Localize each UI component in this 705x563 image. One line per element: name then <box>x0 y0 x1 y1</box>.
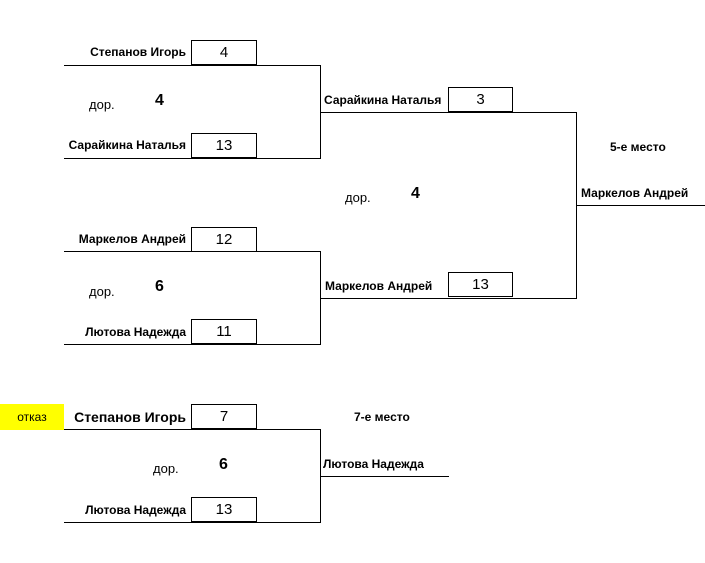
seventh-place-label: 7-е место <box>354 410 410 424</box>
semi1-player1-line <box>64 65 321 66</box>
final5-player2-score: 13 <box>448 272 513 297</box>
semi2-extra-label: дор. <box>89 284 115 299</box>
final7-player2-name: Лютова Надежда <box>85 503 186 517</box>
seventh-place-line <box>320 476 449 477</box>
final7-player2-line <box>64 522 321 523</box>
semi1-player1-score: 4 <box>191 40 257 65</box>
final5-player2-line <box>320 298 577 299</box>
fifth-place-line <box>576 205 705 206</box>
semi1-player2-name: Сарайкина Наталья <box>68 138 186 152</box>
final7-extra-label: дор. <box>153 461 179 476</box>
semi1-extra-label: дор. <box>89 97 115 112</box>
refusal-badge: отказ <box>0 404 64 430</box>
final5-extra-score: 4 <box>411 185 420 202</box>
final5-player2-name: Маркелов Андрей <box>325 279 433 293</box>
seventh-place-winner: Лютова Надежда <box>323 457 424 471</box>
final5-player1-line <box>320 112 577 113</box>
semi2-player2-line <box>64 344 321 345</box>
fifth-place-label: 5-е место <box>610 140 666 154</box>
semi2-player2-name: Лютова Надежда <box>85 325 186 339</box>
semi2-player1-score: 12 <box>191 227 257 252</box>
final7-extra-score: 6 <box>219 456 228 473</box>
semi1-player2-line <box>64 158 321 159</box>
semi1-player2-score: 13 <box>191 133 257 158</box>
final5-player1-name: Сарайкина Наталья <box>324 93 442 107</box>
final5-player1-score: 3 <box>448 87 513 112</box>
final7-player1-line <box>64 429 321 430</box>
semi2-player1-line <box>64 251 321 252</box>
semi2-player2-score: 11 <box>191 319 257 344</box>
final5-extra-label: дор. <box>345 190 371 205</box>
final7-player1-score: 7 <box>191 404 257 429</box>
final7-player1-name: Степанов Игорь <box>74 409 186 425</box>
semi2-player1-name: Маркелов Андрей <box>78 232 186 246</box>
semi1-extra-score: 4 <box>155 92 164 109</box>
semi1-player1-name: Степанов Игорь <box>90 45 186 59</box>
final7-player2-score: 13 <box>191 497 257 522</box>
semi2-extra-score: 6 <box>155 278 164 295</box>
fifth-place-winner: Маркелов Андрей <box>581 186 689 200</box>
